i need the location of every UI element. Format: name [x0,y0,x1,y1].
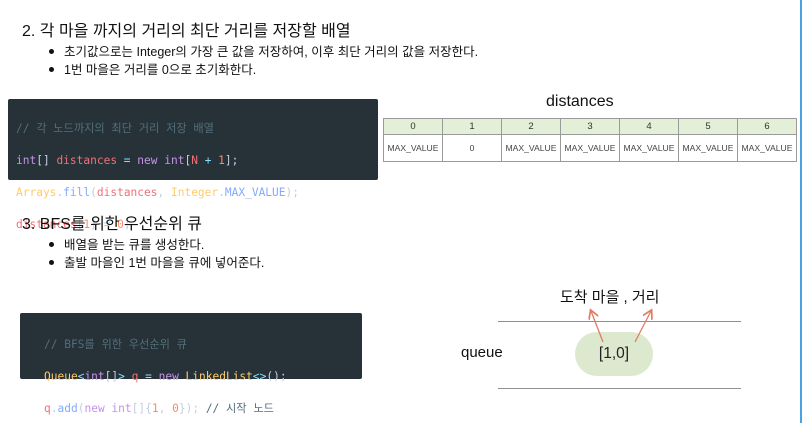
table-header-row: 0 1 2 3 4 5 6 [383,118,797,135]
table-cell: 0 [442,134,502,162]
table-cell: MAX_VALUE [678,134,738,162]
code-comment: // 각 노드까지의 최단 거리 저장 배열 [16,122,214,135]
code-line: q.add(new int[]{1, 0}); // 시작 노드 [44,402,274,415]
code-comment: // BFS를 위한 우선순위 큐 [44,338,187,351]
section-3-heading: 3. BFS를 위한 우선순위 큐 [22,216,203,233]
code-block-queue: // BFS를 위한 우선순위 큐 Queue<int[]> q = new L… [20,313,362,415]
table-cell: MAX_VALUE [737,134,797,162]
distances-table: 0 1 2 3 4 5 6 MAX_VALUE 0 MAX_VALUE MAX_… [383,118,797,162]
bullet-item: 1번 마을은 거리를 0으로 초기화한다. [48,61,478,79]
table-header-cell: 0 [383,118,443,135]
right-edge-line [800,0,802,423]
queue-bottom-line [498,388,741,389]
queue-label: queue [461,344,503,361]
table-header-cell: 6 [737,118,797,135]
bullet-item: 초기값으로는 Integer의 가장 큰 값을 저장하여, 이후 최단 거리의 … [48,43,478,61]
section-2-bullets: 초기값으로는 Integer의 가장 큰 값을 저장하여, 이후 최단 거리의 … [48,43,478,79]
table-header-cell: 1 [442,118,502,135]
table-row: MAX_VALUE 0 MAX_VALUE MAX_VALUE MAX_VALU… [383,134,797,162]
table-cell: MAX_VALUE [619,134,679,162]
distances-table-title: distances [546,93,614,110]
code-block-distances: // 각 노드까지의 최단 거리 저장 배열 int[] distances =… [8,99,378,231]
node-annotation: 도착 마을 , 거리 [560,289,660,306]
queue-top-line [498,321,741,322]
section-2-heading: 2. 각 마을 까지의 거리의 최단 거리를 저장할 배열 [22,23,351,40]
table-header-cell: 5 [678,118,738,135]
table-header-cell: 2 [501,118,561,135]
table-header-cell: 4 [619,118,679,135]
code-line: distances[1] = 0; [16,218,131,231]
table-cell: MAX_VALUE [560,134,620,162]
section-3-bullets: 배열을 받는 큐를 생성한다. 출발 마을인 1번 마을을 큐에 넣어준다. [48,236,264,272]
table-header-cell: 3 [560,118,620,135]
table-cell: MAX_VALUE [501,134,561,162]
queue-node: [1,0] [575,332,653,376]
bullet-item: 출발 마을인 1번 마을을 큐에 넣어준다. [48,254,264,272]
code-line: int[] distances = new int[N + 1]; [16,154,239,167]
code-line: Queue<int[]> q = new LinkedList<>(); [44,370,287,383]
table-cell: MAX_VALUE [383,134,443,162]
code-line: Arrays.fill(distances, Integer.MAX_VALUE… [16,186,299,199]
bullet-item: 배열을 받는 큐를 생성한다. [48,236,264,254]
